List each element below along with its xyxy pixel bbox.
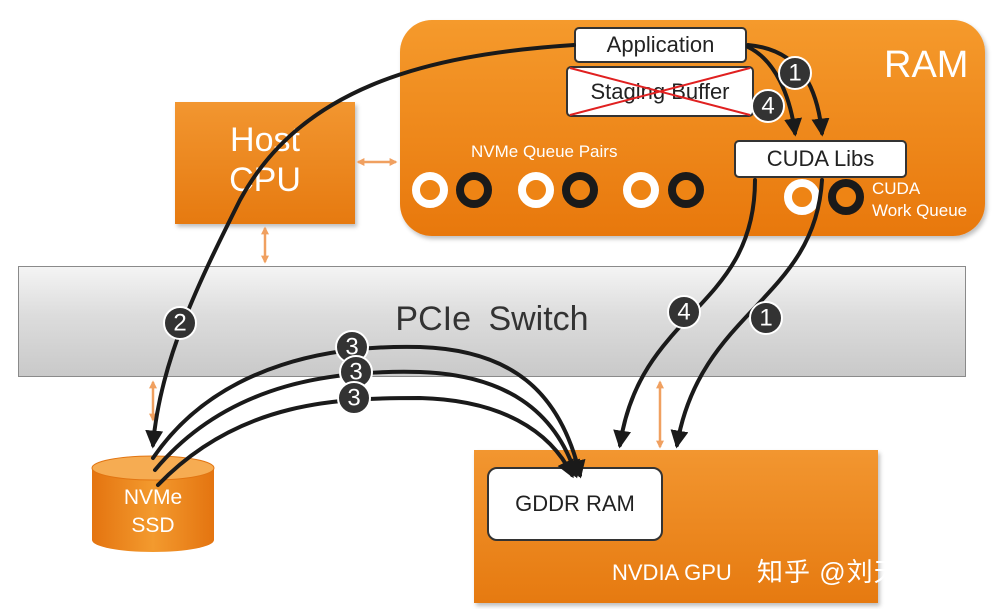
arrow-step-2-app-to-ssd — [145, 43, 576, 449]
svg-text:3: 3 — [347, 385, 360, 412]
nvme-ssd-label: NVMe SSD — [123, 486, 183, 537]
step-badge-3-c: 3 — [337, 381, 371, 415]
svg-text:1: 1 — [759, 305, 772, 332]
step-badge-1-mid: 1 — [749, 301, 783, 335]
cuda-libs-box: CUDA Libs — [734, 140, 907, 178]
step-badge-4-mid: 4 — [667, 295, 701, 329]
cuda-work-queue-rings — [784, 179, 864, 215]
flow-arrows — [145, 43, 830, 487]
application-box: Application — [574, 27, 747, 63]
svg-text:4: 4 — [677, 299, 690, 326]
svg-text:3: 3 — [349, 359, 362, 386]
pcie-switch-label: PCIe Switch — [395, 300, 589, 338]
host-cpu-label: Host CPU — [229, 121, 301, 199]
arrow-step-3-b — [153, 369, 581, 479]
svg-text:4: 4 — [761, 93, 774, 120]
gddr-ram-label: GDDR RAM — [515, 491, 635, 516]
arrow-step-4-app-to-cuda — [746, 45, 803, 137]
cuda-work-queue-label: CUDA Work Queue — [872, 179, 968, 220]
step-badge-2: 2 — [163, 306, 197, 340]
link-arrows — [148, 157, 665, 449]
svg-text:3: 3 — [345, 334, 358, 361]
ram-label: RAM — [884, 44, 969, 86]
arrow-step-3-c — [156, 395, 574, 487]
gddr-ram-box: GDDR RAM — [487, 467, 663, 541]
staging-buffer-strike — [569, 67, 751, 116]
application-label: Application — [606, 32, 715, 57]
step-badge-4-top: 4 — [751, 89, 785, 123]
watermark: 知乎 @刘天之音 — [757, 557, 955, 587]
svg-text:2: 2 — [173, 310, 186, 337]
cuda-libs-label: CUDA Libs — [766, 146, 875, 171]
gpu-label: NVDIA GPU — [612, 560, 732, 585]
nvme-queue-pair-rings — [412, 172, 704, 208]
arrow-step-3-a — [151, 344, 586, 479]
svg-text:1: 1 — [788, 60, 801, 87]
nvme-queue-pairs-label: NVMe Queue Pairs — [471, 142, 618, 161]
step-badge-1-top: 1 — [778, 56, 812, 90]
step-badge-3-a: 3 — [335, 330, 369, 364]
